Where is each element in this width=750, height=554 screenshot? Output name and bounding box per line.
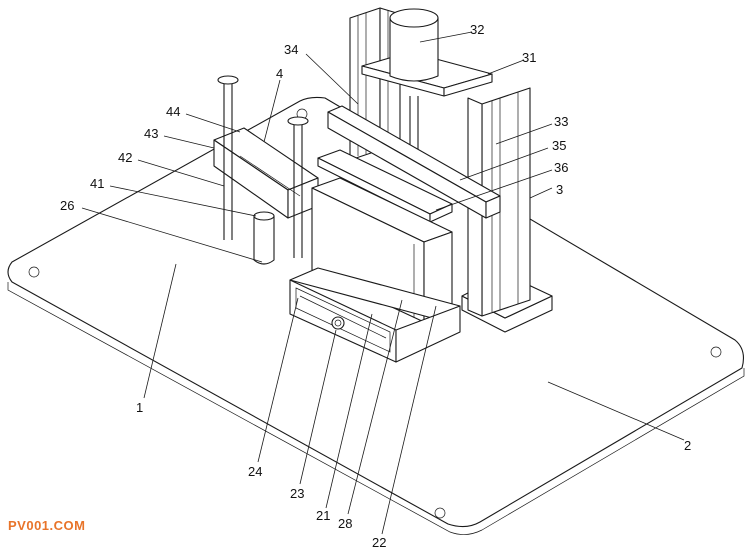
label-1: 1	[136, 400, 143, 415]
label-21: 21	[316, 508, 330, 523]
label-24: 24	[248, 464, 262, 479]
leader-lines	[81, 31, 685, 535]
cross-beam	[327, 105, 501, 219]
watermark-text: PV001.COM	[8, 518, 85, 533]
label-42: 42	[118, 150, 132, 165]
slide-plate	[317, 149, 453, 223]
clamp-assembly	[213, 75, 319, 265]
label-3: 3	[556, 182, 563, 197]
label-28: 28	[338, 516, 352, 531]
base-plate	[7, 96, 745, 535]
label-41: 41	[90, 176, 104, 191]
label-44: 44	[166, 104, 180, 119]
front-housing	[289, 267, 461, 363]
label-26: 26	[60, 198, 74, 213]
label-32: 32	[470, 22, 484, 37]
label-4: 4	[276, 66, 283, 81]
label-23: 23	[290, 486, 304, 501]
label-35: 35	[552, 138, 566, 153]
reference-numerals: 1 2 3 4 21 22 23 24 26 28 31 32 33 34 35…	[60, 22, 691, 550]
label-22: 22	[372, 535, 386, 550]
label-33: 33	[554, 114, 568, 129]
label-31: 31	[522, 50, 536, 65]
label-43: 43	[144, 126, 158, 141]
motor	[389, 8, 439, 82]
label-34: 34	[284, 42, 298, 57]
label-2: 2	[684, 438, 691, 453]
label-36: 36	[554, 160, 568, 175]
